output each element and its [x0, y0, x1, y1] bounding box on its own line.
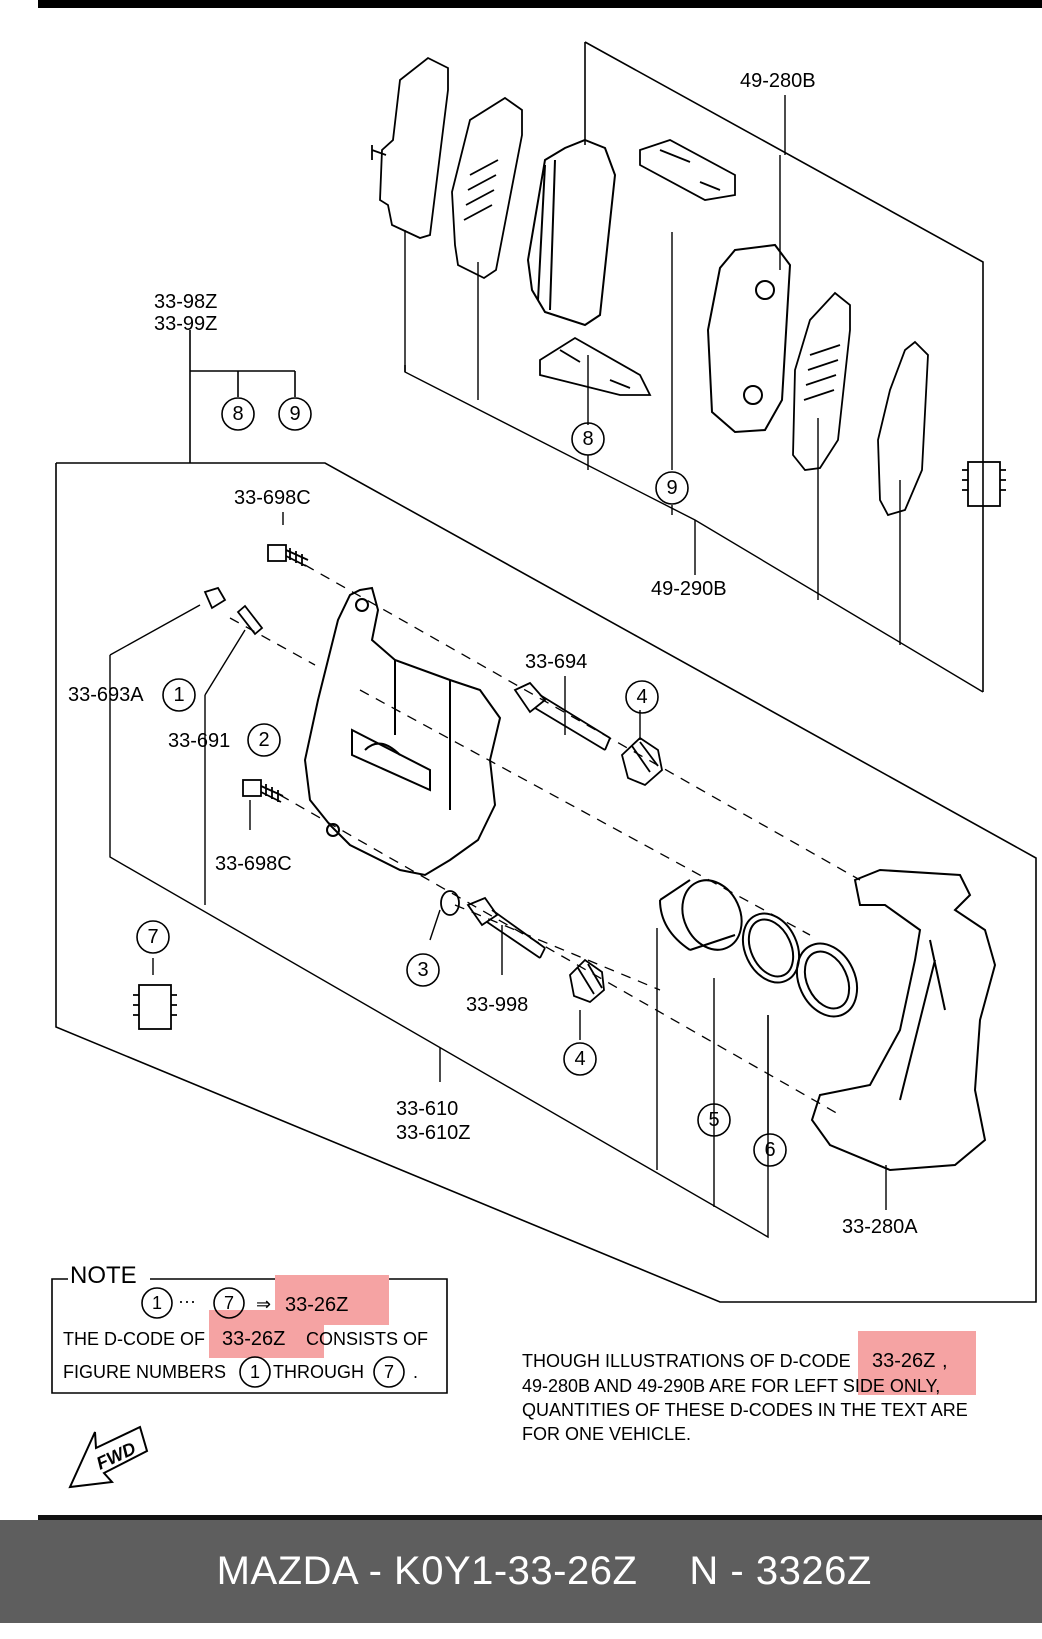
- pin-boot-upper: [620, 736, 663, 787]
- callout-5: 5: [697, 1103, 731, 1137]
- brake-pad-shim-inner-right: [792, 291, 851, 471]
- callout-4-lower: 4: [563, 1042, 597, 1076]
- side-note-line1-end: ,: [942, 1350, 948, 1372]
- note-title: NOTE: [70, 1262, 137, 1289]
- brake-pad-shim-inner-left: [451, 96, 523, 280]
- label-33-280a: 33-280A: [842, 1216, 918, 1238]
- bleeder-screw: [236, 604, 264, 636]
- callout-7: 7: [136, 920, 170, 954]
- footer-text: MAZDA - K0Y1-33-26Z N - 3326Z: [144, 1504, 898, 1639]
- svg-text:1: 1: [173, 684, 184, 706]
- brake-pad-left: [526, 138, 617, 327]
- svg-text:4: 4: [636, 686, 647, 708]
- side-note-line4: FOR ONE VEHICLE.: [522, 1424, 691, 1444]
- part-labels: 49-280B 33-98Z 33-99Z 33-698C 49-290B 33…: [68, 70, 918, 1238]
- label-33-610z: 33-610Z: [396, 1122, 471, 1144]
- leader-lines: [109, 95, 901, 1210]
- brake-pad-right: [706, 243, 792, 434]
- bolt-33-698c-lower: [242, 779, 284, 803]
- callout-6: 6: [753, 1133, 787, 1167]
- svg-text:2: 2: [258, 729, 269, 751]
- note-line2-suffix: CONSISTS OF: [306, 1329, 428, 1349]
- note-dcode: 33-26Z: [285, 1294, 348, 1316]
- bleeder-cap: [203, 586, 227, 610]
- label-33-691: 33-691: [168, 730, 230, 752]
- label-33-98z: 33-98Z: [154, 291, 217, 313]
- piston: [659, 879, 743, 951]
- label-33-698c-upper: 33-698C: [234, 487, 311, 509]
- note-dots: ···: [178, 1291, 196, 1311]
- svg-text:8: 8: [582, 428, 593, 450]
- note-line2-prefix: THE D-CODE OF: [63, 1329, 205, 1349]
- callouts: 8 9 8 9 1 2 4 3 4 5 6 7: [136, 397, 787, 1167]
- side-note-line1-code: 33-26Z: [872, 1350, 935, 1372]
- footer-n-code: N - 3326Z: [689, 1549, 872, 1593]
- wear-indicator-upper: [962, 461, 1006, 507]
- note-line3-end: .: [413, 1362, 418, 1382]
- svg-text:8: 8: [232, 403, 243, 425]
- callout-1: 1: [162, 678, 196, 712]
- brake-pad-shim-outer-right: [877, 340, 929, 517]
- label-33-694: 33-694: [525, 651, 587, 673]
- side-note-line1-prefix: THOUGH ILLUSTRATIONS OF D-CODE: [522, 1351, 851, 1371]
- callout-9-lower: 9: [655, 471, 689, 505]
- fwd-arrow-icon: FWD: [68, 1425, 149, 1489]
- top-border-bar: [38, 0, 1042, 8]
- caliper-bracket-33-280a: [810, 868, 997, 1172]
- guide-pin-33-998: [466, 896, 546, 959]
- brake-pad-shim-outer-left: [371, 56, 449, 239]
- piston-seal: [741, 912, 801, 984]
- note-line2-code: 33-26Z: [222, 1328, 285, 1350]
- svg-text:7: 7: [147, 926, 158, 948]
- label-49-280b: 49-280B: [740, 70, 816, 92]
- pin-boot-lower: [569, 958, 605, 1004]
- dashed-assembly-lines: [229, 564, 861, 1116]
- footer-brand-part-number: MAZDA - K0Y1-33-26Z: [216, 1549, 638, 1593]
- callout-3: 3: [406, 953, 440, 987]
- label-33-693a: 33-693A: [68, 684, 144, 706]
- side-note-line3: QUANTITIES OF THESE D-CODES IN THE TEXT …: [522, 1400, 968, 1420]
- note-line3-to: 7: [384, 1362, 394, 1382]
- callout-4-upper: 4: [625, 680, 659, 714]
- pad-clip-upper: [639, 139, 736, 201]
- footer-banner: MAZDA - K0Y1-33-26Z N - 3326Z: [0, 1520, 1042, 1623]
- fwd-label: FWD: [93, 1438, 139, 1473]
- note-line3-mid: THROUGH: [273, 1362, 364, 1382]
- callout-8-upper: 8: [221, 397, 255, 431]
- bushing-3: [440, 890, 460, 916]
- bolt-33-698c-upper: [267, 544, 309, 567]
- svg-text:9: 9: [289, 403, 300, 425]
- callout-2: 2: [247, 723, 281, 757]
- guide-pin-33-694: [513, 681, 611, 751]
- note-line3-prefix: FIGURE NUMBERS: [63, 1362, 226, 1382]
- note-range-to: 7: [224, 1293, 234, 1313]
- label-33-99z: 33-99Z: [154, 313, 217, 335]
- note-arrow: ⇒: [256, 1294, 271, 1314]
- svg-text:9: 9: [666, 477, 677, 499]
- svg-text:5: 5: [708, 1109, 719, 1131]
- footer-divider: [38, 1515, 1042, 1520]
- callout-8-lower: 8: [571, 422, 605, 456]
- wear-indicator-7: [133, 984, 177, 1030]
- svg-text:3: 3: [417, 959, 428, 981]
- pad-clip-lower: [539, 336, 652, 396]
- label-33-998: 33-998: [466, 994, 528, 1016]
- brake-caliper-exploded-diagram: 49-280B 33-98Z 33-99Z 33-698C 49-290B 33…: [51, 41, 1037, 1489]
- note-line3-from: 1: [250, 1362, 260, 1382]
- svg-text:6: 6: [764, 1139, 775, 1161]
- label-49-290b: 49-290B: [651, 578, 727, 600]
- svg-text:4: 4: [574, 1048, 585, 1070]
- side-note: THOUGH ILLUSTRATIONS OF D-CODE 33-26Z , …: [522, 1331, 976, 1444]
- caliper-body: [303, 586, 502, 877]
- label-33-610: 33-610: [396, 1098, 458, 1120]
- label-33-698c-lower: 33-698C: [215, 853, 292, 875]
- note-range-from: 1: [152, 1293, 162, 1313]
- callout-9-upper: 9: [278, 397, 312, 431]
- dust-boot: [795, 942, 859, 1018]
- side-note-highlight: [858, 1331, 976, 1395]
- note-box: NOTE 1 ··· 7 ⇒ 33-26Z THE D-CODE OF 33-2…: [51, 1262, 448, 1394]
- side-note-line2: 49-280B AND 49-290B ARE FOR LEFT SIDE ON…: [522, 1376, 940, 1396]
